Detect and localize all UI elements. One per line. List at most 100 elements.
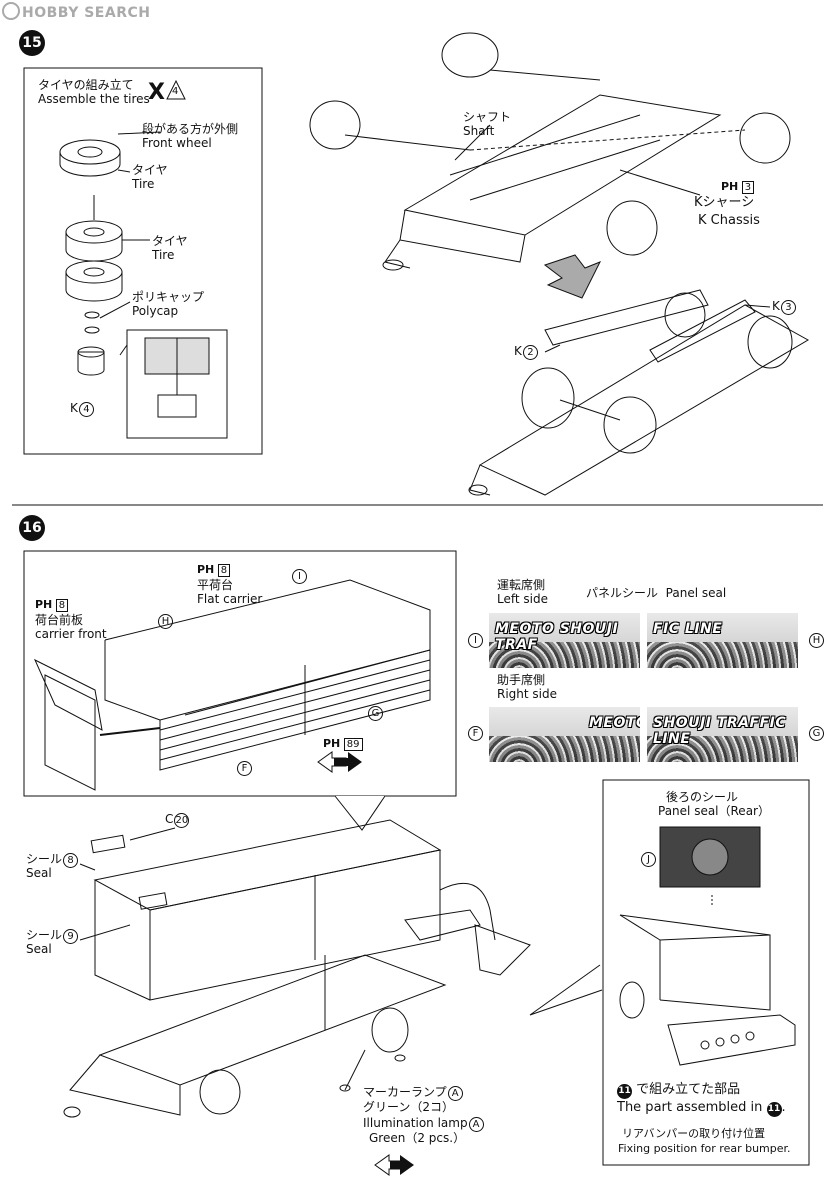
carrier-front-ph-page: 8 xyxy=(55,599,69,612)
assembled-en-line: The part assembled in 11. xyxy=(617,1100,786,1117)
flat-carrier-illustration xyxy=(99,579,431,771)
polycap-jp: ポリキャップ xyxy=(132,290,205,304)
green-jp: グリーン（2コ） xyxy=(363,1100,455,1114)
chassis-ph-ref: PH 3 xyxy=(721,180,755,194)
seal-f-text: MEOTO xyxy=(589,715,640,731)
chassis-en: K Chassis xyxy=(698,213,760,228)
label-i: I xyxy=(292,569,307,584)
repeat-count: 4 xyxy=(172,86,179,97)
carrier-front-ph-ref: PH 8 xyxy=(35,598,69,612)
carrier-front-jp: 荷台前板 xyxy=(35,613,84,627)
watermark: HOBBY SEARCH xyxy=(2,2,150,21)
panel-seal-label: パネルシール Panel seal xyxy=(586,586,726,600)
tire2-en: Tire xyxy=(152,248,175,262)
part-k2-letter: K xyxy=(514,344,522,358)
chassis-ph-prefix: PH xyxy=(721,180,739,193)
part-c20-number: 20 xyxy=(174,813,190,828)
flat-carrier-ph-prefix: PH xyxy=(197,563,215,576)
watermark-text: HOBBY SEARCH xyxy=(22,5,151,21)
tires-box-frame xyxy=(23,67,263,455)
label-g: G xyxy=(368,706,383,721)
fixing-jp: リアバンパーの取り付け位置 xyxy=(622,1127,766,1140)
tire-illustrations xyxy=(59,139,123,376)
marker-letter: A xyxy=(447,1086,463,1101)
rear-title-jp: 後ろのシール xyxy=(666,790,739,804)
panel-seal-jp: パネルシール xyxy=(586,586,659,600)
seal9-jp: シール xyxy=(26,928,63,942)
part-k2-number: 2 xyxy=(522,345,538,360)
panel-seal-en: Panel seal xyxy=(665,586,727,600)
label-f: F xyxy=(237,761,252,776)
step-16-badge: 16 xyxy=(19,515,45,541)
seal-label-h: H xyxy=(809,633,824,648)
flat-carrier-en: Flat carrier xyxy=(197,592,263,606)
left-side-jp: 運転席側 xyxy=(497,578,546,592)
rear-seal-box-frame xyxy=(602,779,810,1166)
right-side-en: Right side xyxy=(497,687,557,701)
chassis-ph-page: 3 xyxy=(741,181,755,194)
ph89-ref: PH 89 xyxy=(323,737,363,751)
part-c20-letter: C xyxy=(165,812,174,826)
seal-label-g: G xyxy=(809,726,824,741)
front-wheel-en: Front wheel xyxy=(142,136,212,150)
left-side-en: Left side xyxy=(497,592,548,606)
seal8-number: 8 xyxy=(63,853,79,868)
chassis-bottom-illustration xyxy=(468,289,810,496)
assembled-step-ref-1: 11 xyxy=(617,1084,632,1099)
tire2-jp: タイヤ xyxy=(152,234,188,248)
seal-label-f: F xyxy=(468,726,483,741)
shaft-jp: シャフト xyxy=(463,110,512,124)
marker-jp: マーカーランプ xyxy=(363,1085,447,1099)
step-15-badge: 15 xyxy=(19,30,45,56)
seal9-en: Seal xyxy=(26,942,52,956)
hobby-search-logo-icon xyxy=(2,2,20,20)
label-h: H xyxy=(158,614,173,629)
repeat-triangle-icon: 4 xyxy=(166,80,186,100)
part-k4-letter: K xyxy=(70,401,78,415)
flat-carrier-ph-page: 8 xyxy=(217,564,231,577)
seal8-en: Seal xyxy=(26,866,52,880)
direction-arrows-icon xyxy=(317,751,414,1176)
seal9-number: 9 xyxy=(63,929,79,944)
rear-bumper-illustration xyxy=(619,895,796,1066)
tire1-jp: タイヤ xyxy=(132,163,168,177)
cross-section-inset xyxy=(126,329,228,439)
truck-body-illustration xyxy=(63,819,531,1118)
carrier-front-en: carrier front xyxy=(35,627,107,641)
arrow-down-icon xyxy=(543,254,602,299)
ph89-page: 89 xyxy=(343,738,363,751)
assembled-step-ref-2: 11 xyxy=(766,1102,782,1117)
fixing-en: Fixing position for rear bumper. xyxy=(618,1142,791,1155)
shaft-en: Shaft xyxy=(463,124,495,138)
carrier-front-ph-prefix: PH xyxy=(35,598,53,611)
tires-title-jp: タイヤの組み立て xyxy=(38,78,134,92)
seal-g-text: SHOUJI TRAFFIC LINE xyxy=(653,715,787,747)
assembled-jp: で組み立てた部品 xyxy=(636,1082,741,1097)
seal-i-banner: MEOTO SHOUJI TRAF xyxy=(489,613,640,668)
seal8-jp: シール xyxy=(26,852,63,866)
ph89-prefix: PH xyxy=(323,737,341,750)
flat-carrier-jp: 平荷台 xyxy=(197,578,234,592)
part-k3-number: 3 xyxy=(780,300,796,315)
seal-h-banner: FIC LINE xyxy=(647,613,798,668)
rear-title-en: Panel seal（Rear） xyxy=(658,804,770,818)
part-k3-letter: K xyxy=(772,299,780,313)
chassis-top-illustration xyxy=(309,32,791,271)
seal-label-i: I xyxy=(468,633,483,648)
tire1-en: Tire xyxy=(132,177,155,191)
front-wheel-jp: 段がある方が外側 xyxy=(142,122,239,136)
assembled-jp-line: 11 で組み立てた部品 xyxy=(617,1083,740,1099)
green-en: Green（2 pcs.） xyxy=(369,1131,466,1145)
right-side-jp: 助手席側 xyxy=(497,673,546,687)
illum-letter: A xyxy=(468,1117,484,1132)
part-k4-number: 4 xyxy=(78,402,94,417)
illum-en: Illumination lamp xyxy=(363,1116,468,1130)
